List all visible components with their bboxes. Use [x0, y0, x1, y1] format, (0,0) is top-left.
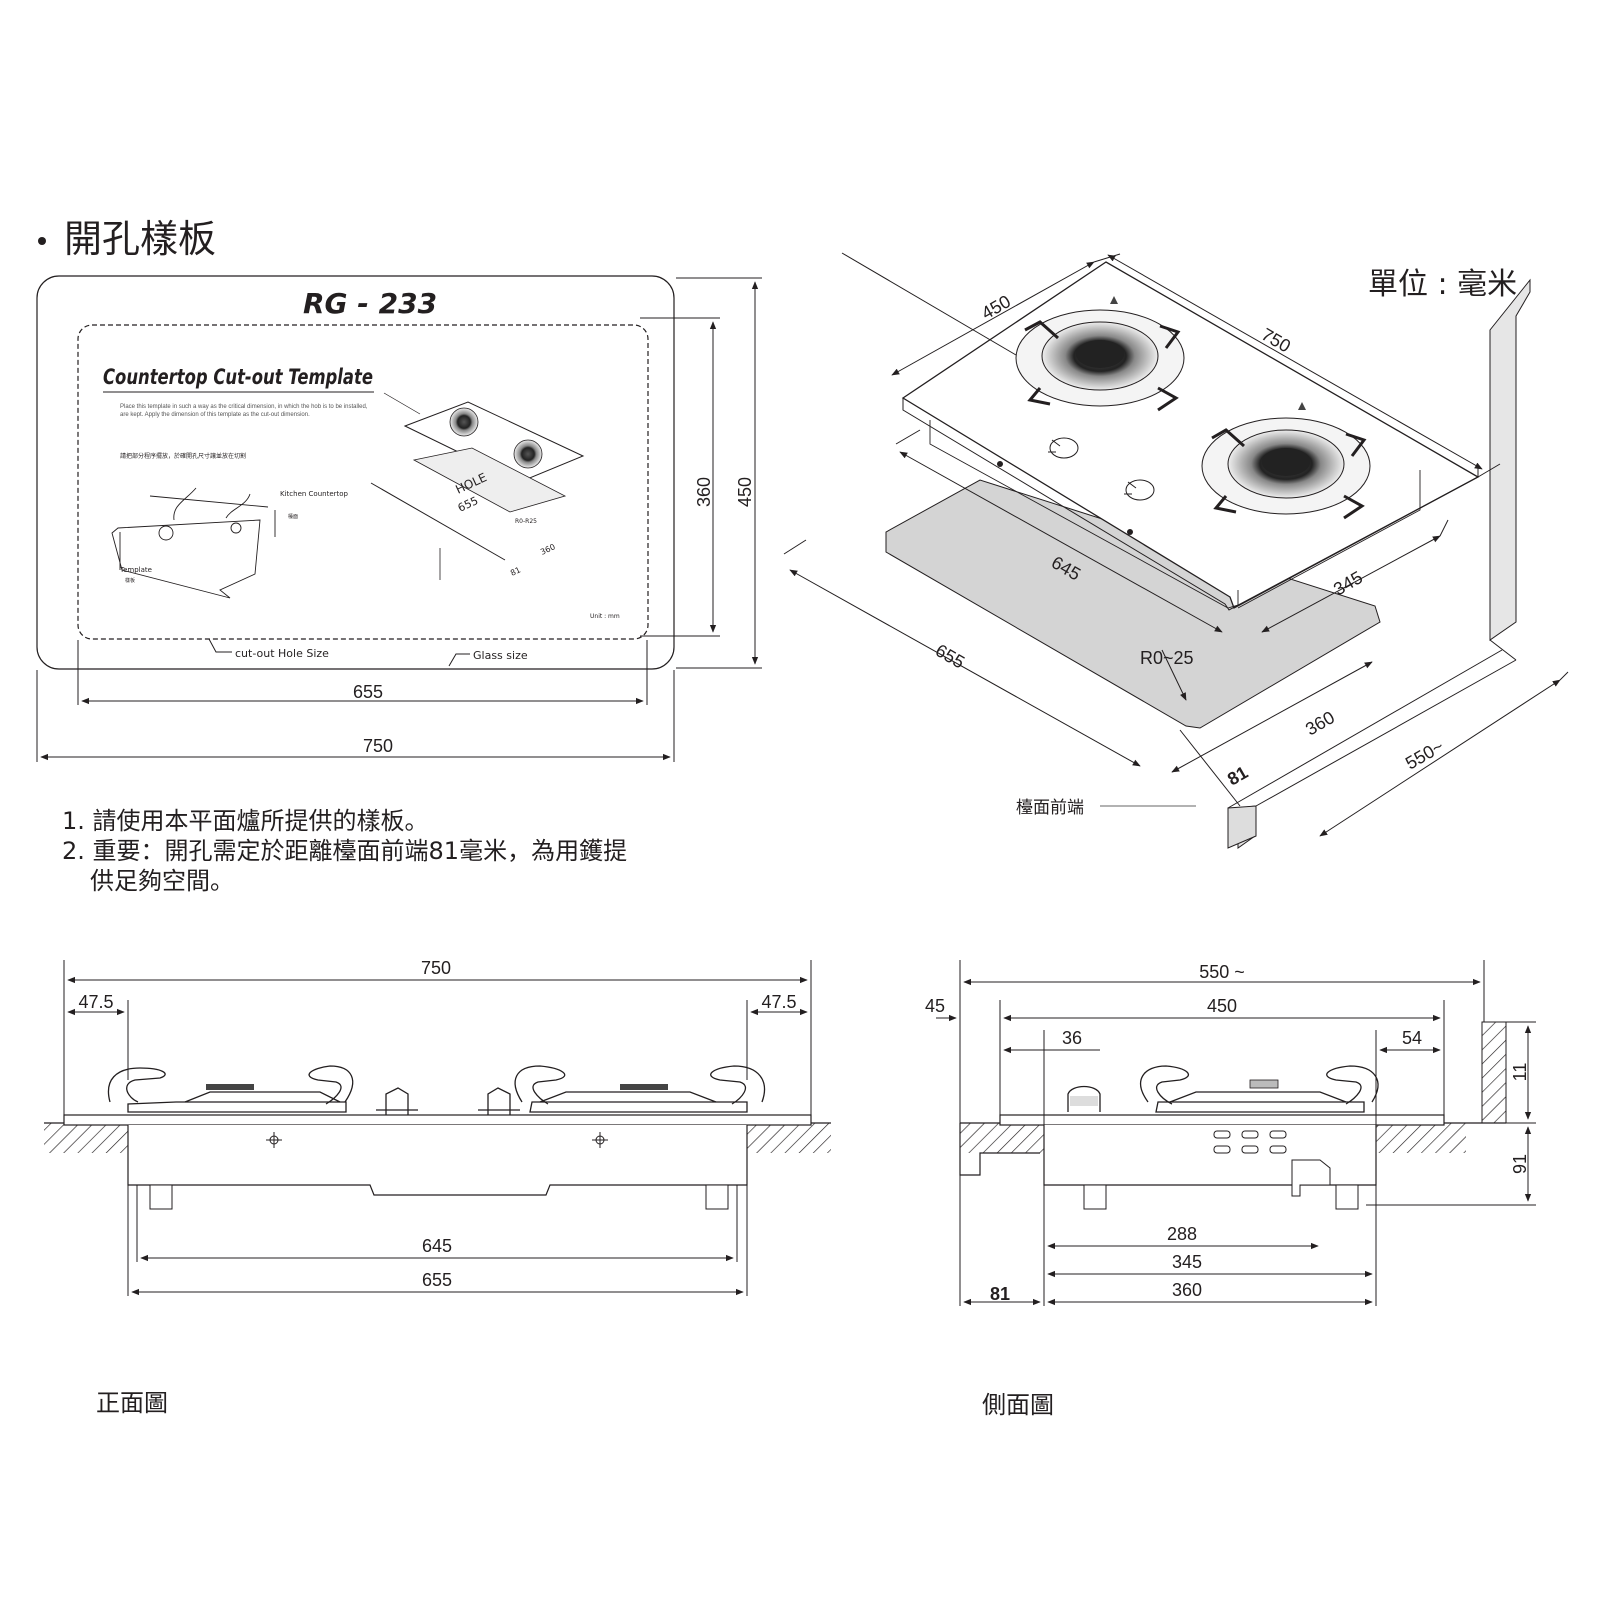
label-kitchen: Kitchen Countertop — [280, 490, 349, 498]
template-dim-450: 450 — [735, 477, 755, 507]
side-view: 550 ~ 45 450 36 54 11 91 288 345 360 81 — [925, 960, 1536, 1306]
front-edge-label: 檯面前端 — [1016, 798, 1084, 818]
small-hob-illustration — [370, 392, 585, 580]
label-small-81: 81 — [509, 565, 522, 577]
iso-dim-750: 750 — [1258, 324, 1294, 356]
cutout-leader — [208, 638, 232, 653]
iso-dim-655: 655 — [932, 640, 968, 672]
side-dim-36: 36 — [1062, 1028, 1082, 1048]
side-dim-550: 550 ~ — [1199, 962, 1245, 982]
front-burner-cap-left — [206, 1084, 254, 1090]
front-view-caption: 正面圖 — [96, 1389, 168, 1417]
iso-dim-360: 360 — [1302, 707, 1338, 739]
front-view: 750 47.5 47.5 645 655 — [44, 958, 831, 1296]
glass-label: Glass size — [473, 649, 528, 662]
label-small-360: 360 — [539, 542, 557, 557]
side-dim-345: 345 — [1172, 1252, 1202, 1272]
template-model: RG - 233 — [303, 287, 437, 320]
note-2-cont: 供足夠空間。 — [90, 867, 234, 895]
side-dim-450: 450 — [1207, 996, 1237, 1016]
template-dimensions — [36, 277, 762, 762]
template-desc-zh: 請把部分程序擺放，於確開孔尺寸讓並放在切割 — [120, 452, 246, 460]
glass-outline — [36, 275, 675, 670]
iso-view: 450 750 645 345 655 360 R0~25 81 550~ 檯面… — [783, 252, 1569, 849]
front-dim-750: 750 — [421, 958, 451, 978]
side-glass — [999, 1114, 1445, 1126]
title-bullet — [38, 237, 46, 245]
template-hands-illustration — [111, 487, 276, 599]
side-burner-cap — [1249, 1079, 1279, 1089]
cutout-outline — [77, 324, 649, 640]
front-dim-645: 645 — [422, 1236, 452, 1256]
side-dim-54: 54 — [1402, 1028, 1422, 1048]
glass-leader — [448, 653, 470, 667]
template-desc-en: Place this template in such a way as the… — [120, 404, 368, 418]
side-dim-45: 45 — [925, 996, 945, 1016]
label-rounding: R0-R25 — [515, 518, 537, 525]
label-template: Template — [119, 566, 152, 574]
iso-dim-81: 81 — [1224, 762, 1251, 789]
template-heading: Countertop Cut-out Template — [103, 365, 373, 389]
front-dim-right: 47.5 — [761, 992, 796, 1012]
template-dim-750: 750 — [363, 736, 393, 756]
side-dim-81: 81 — [990, 1284, 1010, 1304]
front-burner-cap-right — [620, 1084, 668, 1090]
template-dim-360: 360 — [694, 477, 714, 507]
front-dim-655: 655 — [422, 1270, 452, 1290]
units-label: 單位 : 毫米 — [1368, 267, 1517, 302]
front-body — [127, 1125, 748, 1196]
label-hole-dim: 655 — [456, 494, 481, 515]
iso-wall — [1489, 278, 1531, 641]
template-dim-655: 655 — [353, 682, 383, 702]
unit-note: Unit : mm — [590, 613, 620, 620]
label-kitchen-zh: 檯面 — [288, 513, 298, 520]
front-dim-left: 47.5 — [78, 992, 113, 1012]
side-dim-360: 360 — [1172, 1280, 1202, 1300]
side-view-caption: 側面圖 — [982, 1391, 1054, 1419]
cutout-label: cut-out Hole Size — [235, 647, 329, 660]
note-2: 2. 重要：開孔需定於距離檯面前端81毫米，為用鑊提 — [62, 837, 628, 865]
template-card: RG - 233 Countertop Cut-out Template Pla… — [36, 275, 675, 670]
front-glass — [63, 1114, 812, 1126]
note-1: 1. 請使用本平面爐所提供的樣板。 — [62, 807, 429, 835]
iso-dim-radius: R0~25 — [1140, 648, 1194, 668]
side-dim-288: 288 — [1167, 1224, 1197, 1244]
label-template-zh: 樣板 — [125, 577, 135, 584]
side-dim-11: 11 — [1510, 1063, 1530, 1082]
side-dim-91: 91 — [1510, 1154, 1530, 1174]
section-title: 開孔樣板 — [64, 217, 216, 261]
iso-dim-450: 450 — [978, 291, 1014, 323]
